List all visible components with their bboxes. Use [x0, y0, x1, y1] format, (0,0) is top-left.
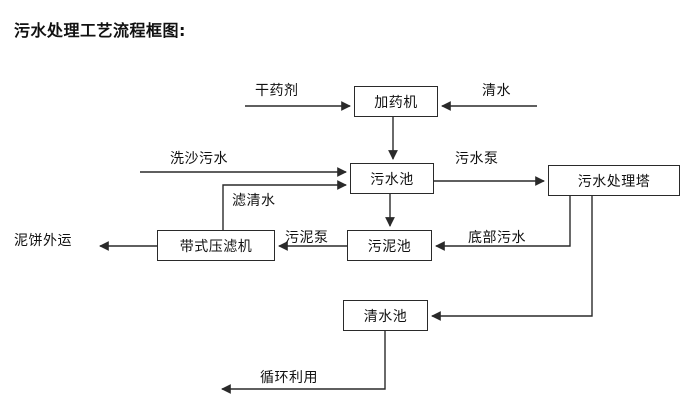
node-label: 污水池 — [370, 171, 414, 188]
edge-bottom-wastewater-to-sludge-pool — [435, 196, 571, 251]
node-label: 污水处理塔 — [577, 173, 651, 190]
node-wastewater-pool[interactable]: 污水池 — [350, 163, 434, 194]
edge-label-filtered-water: 滤清水 — [232, 193, 276, 209]
terminal-mud-cake-out: 泥饼外运 — [14, 233, 72, 249]
node-dosing-machine[interactable]: 加药机 — [354, 86, 438, 117]
node-sludge-pool[interactable]: 污泥池 — [347, 230, 432, 261]
node-belt-filter-press[interactable]: 带式压滤机 — [157, 230, 275, 261]
node-treatment-tower[interactable]: 污水处理塔 — [548, 165, 680, 196]
page-title: 污水处理工艺流程框图: — [14, 21, 186, 40]
terminal-clean-water-input: 清水 — [482, 83, 511, 99]
node-label: 带式压滤机 — [179, 238, 253, 255]
edge-label-sludge-pump: 污泥泵 — [285, 230, 329, 246]
edge-tower-to-clean-water-pool — [431, 196, 593, 321]
terminal-dry-chemical: 干药剂 — [255, 83, 299, 99]
edge-label-recycle-reuse: 循环利用 — [260, 370, 318, 386]
node-label: 清水池 — [363, 308, 408, 325]
edge-label-bottom-wastewater: 底部污水 — [468, 230, 526, 246]
node-label: 加药机 — [374, 94, 418, 111]
edge-label-wastewater-pump: 污水泵 — [455, 151, 499, 167]
node-clean-water-pool[interactable]: 清水池 — [343, 300, 428, 331]
node-label: 污泥池 — [367, 238, 412, 255]
edge-clean-water-pool-to-recycle — [221, 331, 386, 394]
edge-filtered-water-to-wastewater-pool — [222, 180, 347, 230]
terminal-sand-wash-water: 洗沙污水 — [170, 151, 228, 167]
